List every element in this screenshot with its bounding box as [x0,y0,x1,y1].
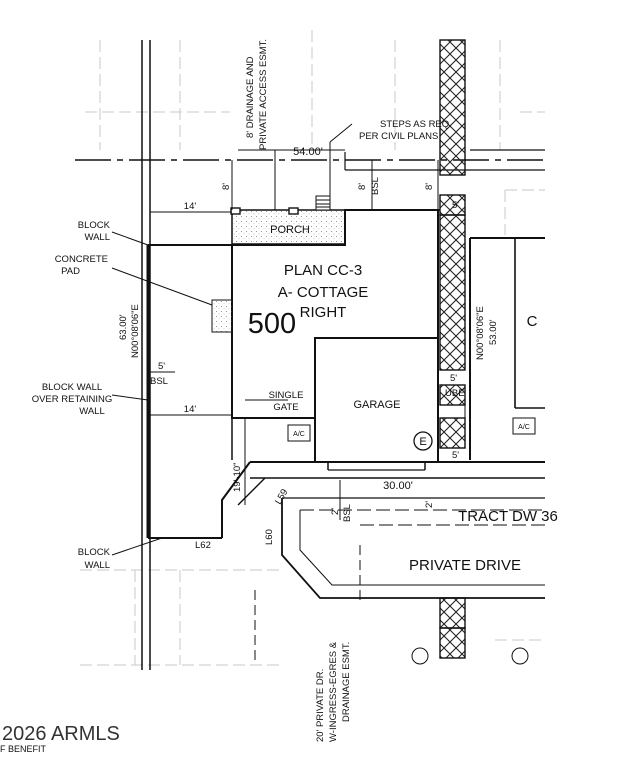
garage-label: GARAGE [353,399,400,411]
steps-line-1: STEPS AS REQ. [380,119,452,130]
gate-dim: 19'-10" [232,463,243,492]
block-wall-bot-line-1: BLOCK [78,547,111,558]
block-wall-top-line-2: WALL [84,232,110,243]
bsl-drive-label: BSL [342,504,353,522]
private-drive-curb [254,497,545,665]
background-grid [80,30,545,666]
top-width-dim: 54.00' [293,146,323,158]
ac-pad-left: A/C [287,424,311,442]
private-drive-label: PRIVATE DRIVE [409,557,521,574]
side-5-dim: 5' [158,361,165,372]
e-marker-label: E [419,436,426,448]
tract-label: TRACT DW 36 [458,508,558,525]
private-dr-line-3: DRAINAGE ESMT. [341,642,352,722]
copyright-watermark: 2026 ARMLS [2,723,120,745]
drainage-line-2: PRIVATE ACCESS ESMT. [258,39,269,150]
utility-markers [411,647,529,665]
plan-line-2: A- COTTAGE [278,284,369,301]
dimension-lines [150,123,466,520]
ac-left-label: A/C [293,431,305,438]
block-wall-ret-line-3: WALL [79,406,105,417]
hatched-wall [439,39,466,659]
porch-post-left [230,207,241,215]
block-wall-ret-line-2: OVER RETAINING [32,394,113,405]
electric-marker: E [413,431,433,451]
bsl-side-label: BSL [150,376,168,387]
concrete-pad-line-2: PAD [61,266,80,277]
concrete-pad-line-1: CONCRETE [55,254,108,265]
steps [315,195,331,211]
side-setback-dim: 14' [184,404,197,415]
bottom-5-dim: 5' [452,450,459,461]
neighbor-lot-label: C [527,313,538,330]
curve-l62-label: L62 [195,540,211,551]
easement-8-right: 8' [424,183,435,190]
curve-l59-label: L59 [273,487,290,506]
ube-5-dim: 5' [450,373,457,384]
bottom-width-dim: 30.00' [383,480,413,492]
single-gate-line-1: SINGLE [269,390,304,401]
drive-setback-dim: 2' [330,508,341,515]
left-length-dim: 63.00' [118,314,129,340]
curve-l60-label: L60 [264,529,275,545]
drainage-line-1: 8' DRAINAGE AND [245,56,256,138]
ac-right-label: A/C [518,424,530,431]
porch-label: PORCH [270,224,310,236]
easement-8-mid: 8' [357,183,368,190]
bsl-porch-label: BSL [370,177,381,195]
leader-lines [111,231,288,556]
block-wall-top-line-1: BLOCK [78,220,111,231]
right-length-dim: 53.00' [488,319,499,345]
porch-post-right [288,207,299,215]
steps-line-2: PER CIVIL PLANS [359,131,438,142]
concrete-pad [211,299,233,333]
plan-line-1: PLAN CC-3 [284,262,362,279]
neighbor-lot [469,237,545,460]
block-wall-bot-line-2: WALL [84,560,110,571]
plan-line-3: RIGHT [300,304,347,321]
drive-setback-right-dim: 2' [424,501,435,508]
single-gate-line-2: GATE [273,402,298,413]
ube-label: UBE [445,388,465,399]
right-bearing-dim: N00°08'06"E [475,306,486,360]
block-wall-ret-line-1: BLOCK WALL [42,382,102,393]
left-bearing-dim: N00°08'06"E [130,304,141,358]
disclaimer-watermark: F BENEFIT [0,744,47,754]
private-dr-line-2: W-INGRESS-EGRES & [328,641,339,742]
easement-8-left: 8' [221,183,232,190]
lot-number: 500 [248,308,296,340]
driveway [221,461,545,538]
private-dr-line-1: 20' PRIVATE DR. [315,669,326,742]
rear-5-dim: 5' [452,200,459,211]
left-property-line [141,40,151,670]
ac-pad-right: A/C [512,417,536,435]
front-setback-dim: 14' [184,201,197,212]
